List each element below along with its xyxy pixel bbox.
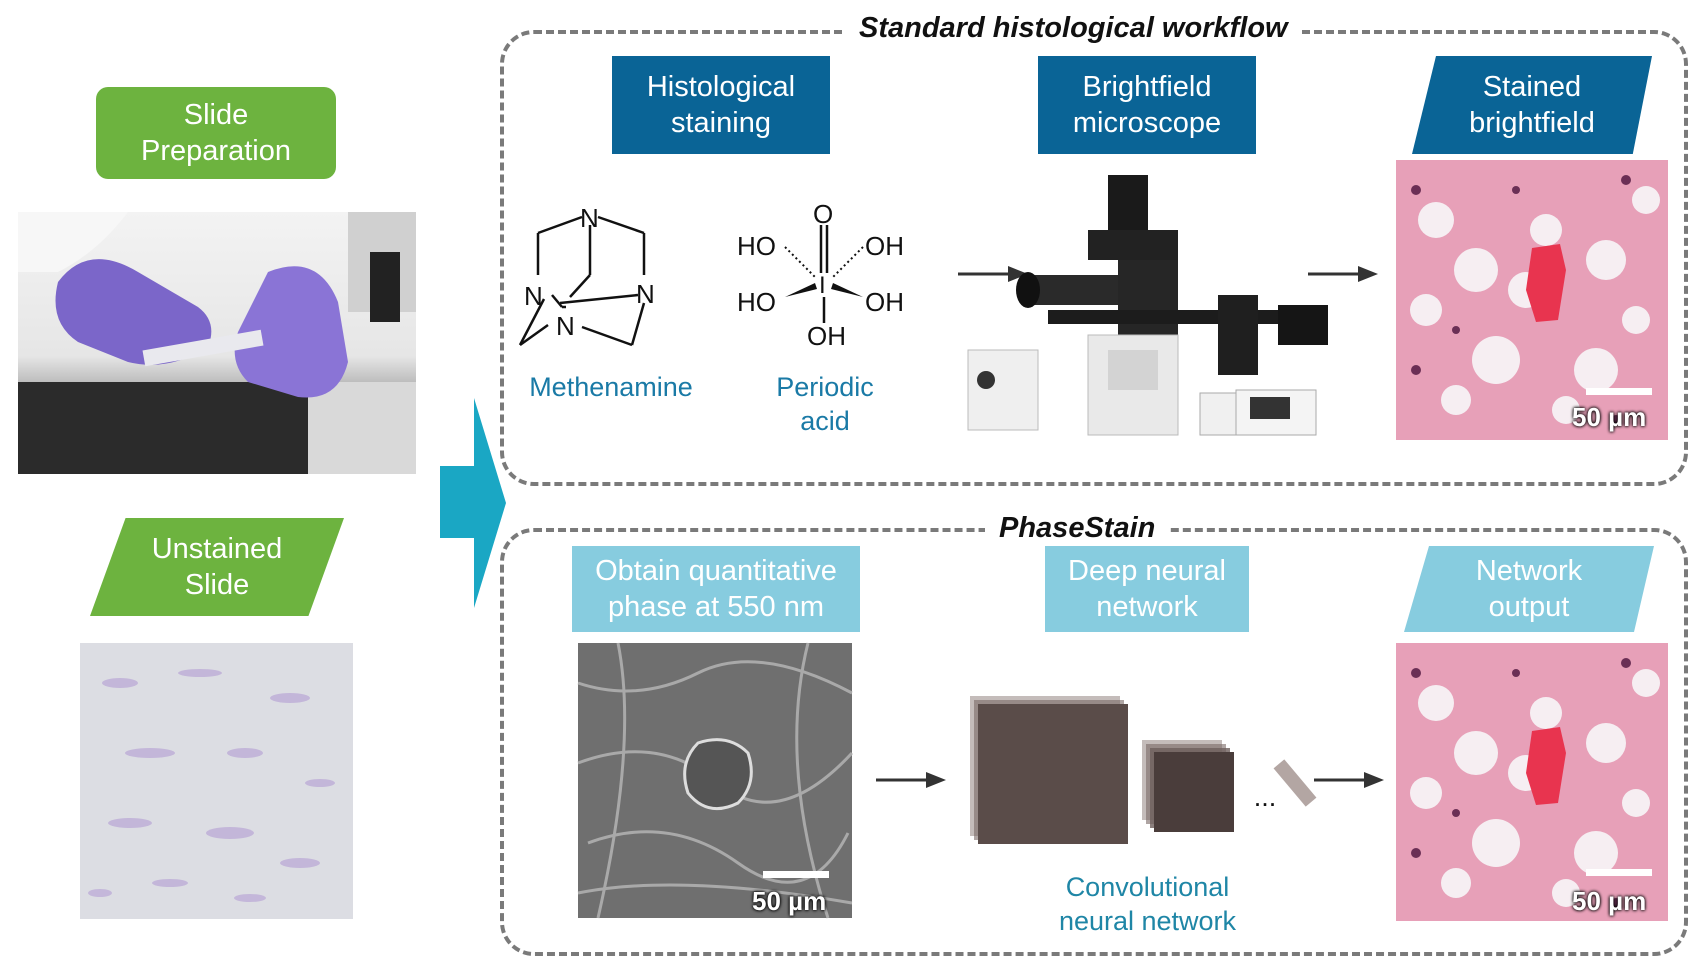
scalebar-output: 50 µm xyxy=(1572,886,1647,916)
periodic-atom-i: I xyxy=(819,272,826,299)
arrow-right-icon xyxy=(1314,772,1384,788)
slide-preparation-text: Slide Preparation xyxy=(141,99,291,167)
slide-preparation-label: Slide Preparation xyxy=(96,87,336,179)
unstained-slide-text: Unstained Slide xyxy=(151,533,283,601)
cnn-caption: Convolutional neural network xyxy=(1058,872,1237,936)
periodic-atom-oh-top: OH xyxy=(865,231,904,261)
brightfield-microscope-text: Brightfield microscope xyxy=(1072,71,1222,139)
periodic-atom-o: O xyxy=(813,199,833,229)
brightfield-microscope-label: Brightfield microscope xyxy=(1038,56,1256,154)
stained-brightfield-label: Stained brightfield xyxy=(1412,56,1652,154)
slide-preparation-photo xyxy=(18,212,416,474)
stained-brightfield-text: Stained brightfield xyxy=(1469,71,1595,139)
deep-neural-network-label: Deep neural network xyxy=(1045,546,1249,632)
methenamine-structure: N N N N xyxy=(518,203,655,347)
scalebar-stained: 50 µm xyxy=(1572,402,1647,432)
deep-neural-network-text: Deep neural network xyxy=(1068,555,1226,623)
microscope-image xyxy=(967,175,1328,436)
methenamine-caption: Methenamine xyxy=(529,372,693,402)
methenamine-atom-n2: N xyxy=(524,281,543,311)
periodic-acid-structure: O HO OH HO OH OH I xyxy=(737,199,904,351)
flow-arrow-icon xyxy=(440,398,506,608)
quantitative-phase-image xyxy=(577,642,854,919)
network-output-image xyxy=(1396,643,1668,921)
arrow-right-icon xyxy=(1308,266,1378,282)
standard-workflow-title: Standard histological workflow xyxy=(845,12,1302,45)
periodic-atom-oh-lower: OH xyxy=(807,321,846,351)
ellipsis: ... xyxy=(1253,782,1277,812)
methenamine-atom-n1: N xyxy=(580,203,599,233)
periodic-atom-oh-bottom: OH xyxy=(865,287,904,317)
periodic-acid-caption: Periodic acid xyxy=(776,372,874,436)
unstained-slide-image xyxy=(80,643,353,919)
methenamine-atom-n4: N xyxy=(556,311,575,341)
obtain-phase-label: Obtain quantitative phase at 550 nm xyxy=(572,546,860,632)
periodic-atom-ho-bottom: HO xyxy=(737,287,776,317)
network-output-label: Network output xyxy=(1404,546,1654,632)
cnn-diagram xyxy=(970,696,1317,844)
histological-staining-label: Histological staining xyxy=(612,56,830,154)
stained-brightfield-image xyxy=(1396,160,1668,440)
periodic-atom-ho-top: HO xyxy=(737,231,776,261)
network-output-text: Network output xyxy=(1475,555,1583,623)
histological-staining-text: Histological staining xyxy=(646,71,796,139)
methenamine-atom-n3: N xyxy=(636,279,655,309)
obtain-phase-text: Obtain quantitative phase at 550 nm xyxy=(595,555,837,623)
arrow-right-icon xyxy=(958,266,1028,282)
unstained-slide-label: Unstained Slide xyxy=(90,518,344,616)
arrow-right-icon xyxy=(876,772,946,788)
phasestain-title: PhaseStain xyxy=(985,512,1170,545)
scalebar-phase: 50 µm xyxy=(752,886,827,916)
